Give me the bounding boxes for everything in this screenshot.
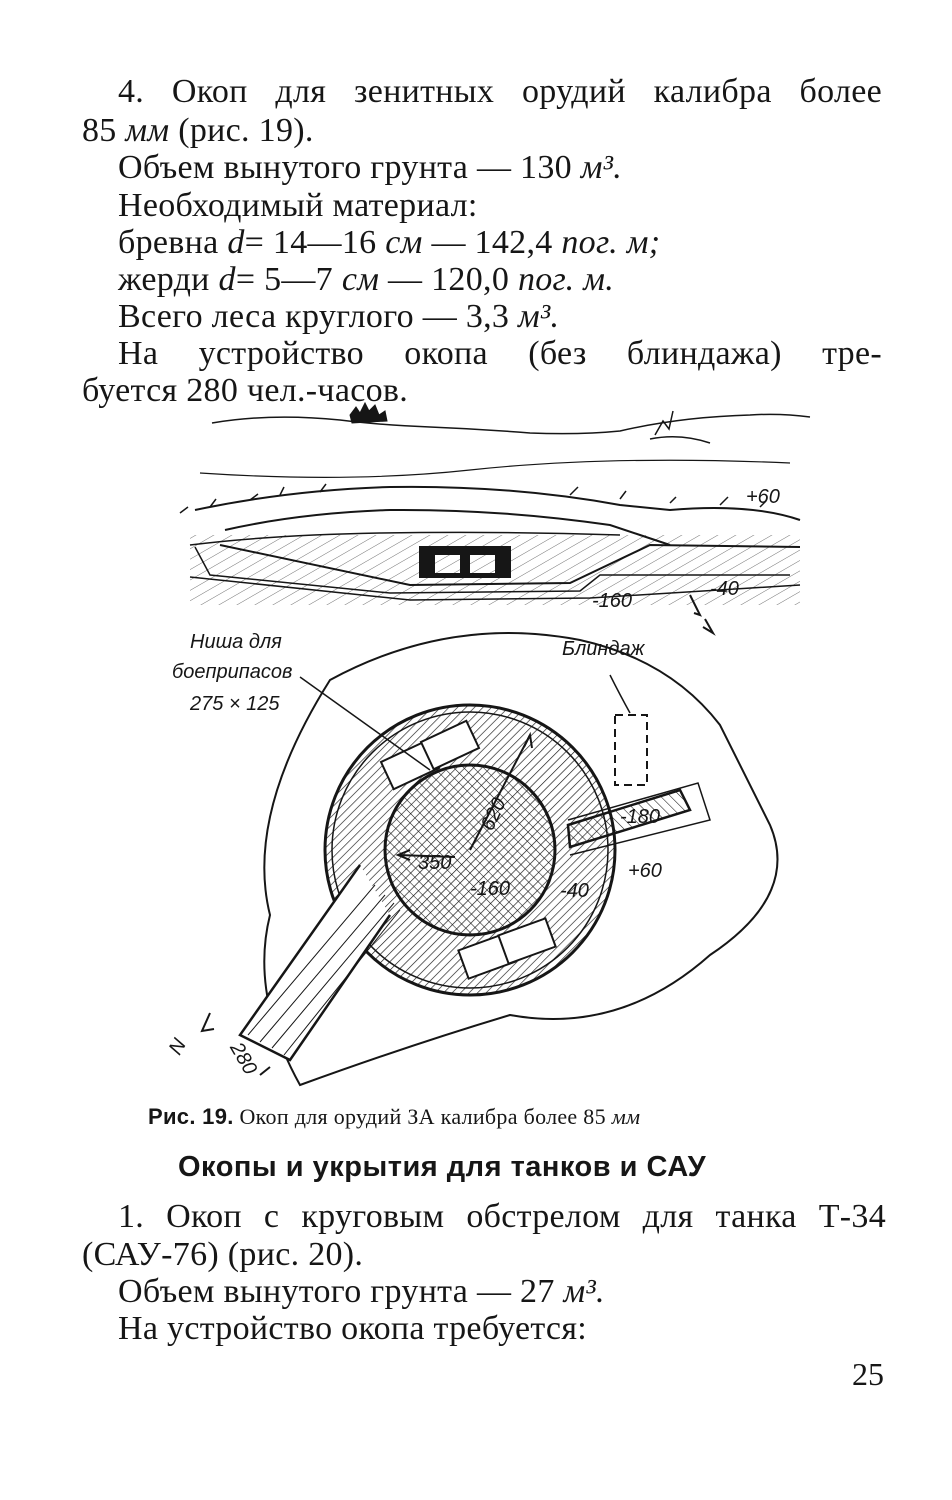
- label-niche-line-1: Ниша для: [190, 631, 282, 653]
- page-number: 25: [852, 1356, 884, 1392]
- plan-view: [200, 632, 779, 1087]
- label-depth-channel: -180: [620, 806, 660, 828]
- figure-caption: Рис. 19. Окоп для орудий ЗА калибра боле…: [148, 1104, 641, 1129]
- figure-19-drawing: +60 -160 -40: [165, 401, 811, 1087]
- label-niche-size: 275 × 125: [189, 693, 280, 715]
- north-arrow-label: N: [165, 1035, 192, 1059]
- label-height-outer: +60: [628, 860, 662, 882]
- paragraph-1-line-2: 85 мм (рис. 19).: [82, 111, 314, 151]
- label-depth-ring: -40: [560, 880, 589, 902]
- volume-line: Объем вынутого грунта — 130 м³.: [118, 149, 623, 186]
- figure-reference: (рис. 19).: [178, 112, 314, 149]
- paragraph-2-volume: Объем вынутого грунта — 27 м³.: [118, 1273, 605, 1310]
- labor-line-2: буется 280 чел.-часов.: [82, 372, 409, 409]
- paragraph-1-line-1: 4. Окоп для зенитных орудий калибра боле…: [118, 73, 882, 110]
- section-heading: Окопы и укрытия для танков и САУ: [178, 1151, 707, 1183]
- label-niche-line-2: боеприпасов: [172, 661, 292, 683]
- label-minus-160-top: -160: [592, 590, 632, 612]
- logs-line: бревна d= 14—16 см — 142,4 пог. м;: [118, 224, 661, 261]
- paragraph-2-required: На устройство окопа требуется:: [118, 1310, 588, 1347]
- label-minus-40-top: -40: [710, 578, 739, 600]
- label-dugout: Блиндаж: [562, 638, 646, 660]
- label-dim-350: 350: [418, 852, 451, 874]
- perspective-view: [179, 401, 811, 636]
- material-title: Необходимый материал:: [118, 187, 478, 224]
- timber-line: Всего леса круглого — 3,3 м³.: [118, 298, 560, 335]
- caliber-value: 85: [82, 112, 117, 149]
- poles-line: жерди d= 5—7 см — 120,0 пог. м.: [118, 261, 615, 298]
- labor-line-1: На устройство окопа (без блиндажа) тре-: [118, 335, 882, 372]
- figure-19: +60 -160 -40: [150, 395, 830, 1095]
- paragraph-2-line-1: 1. Окоп с круговым обстрелом для танка Т…: [118, 1198, 886, 1235]
- caliber-unit: мм: [125, 112, 170, 149]
- paragraph-2-line-2: (САУ-76) (рис. 20).: [82, 1236, 364, 1273]
- label-depth-center: -160: [470, 878, 510, 900]
- label-plus-60-top: +60: [746, 486, 780, 508]
